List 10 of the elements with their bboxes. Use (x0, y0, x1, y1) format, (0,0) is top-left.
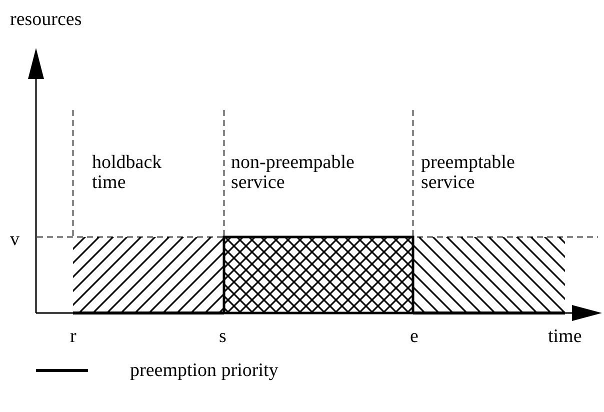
axis-label: time (548, 327, 582, 347)
region-label: non-preempable service (231, 153, 356, 193)
axis-tick-label: s (219, 327, 226, 347)
axis-tick-label: v (10, 230, 20, 250)
region-label: holdback time (92, 153, 163, 193)
region-label: preemptable service (421, 153, 516, 193)
legend-text: preemption priority (130, 361, 278, 381)
axis-tick-label: e (410, 327, 418, 347)
axis-label: resources (10, 10, 82, 30)
axis-tick-label: r (70, 327, 76, 347)
